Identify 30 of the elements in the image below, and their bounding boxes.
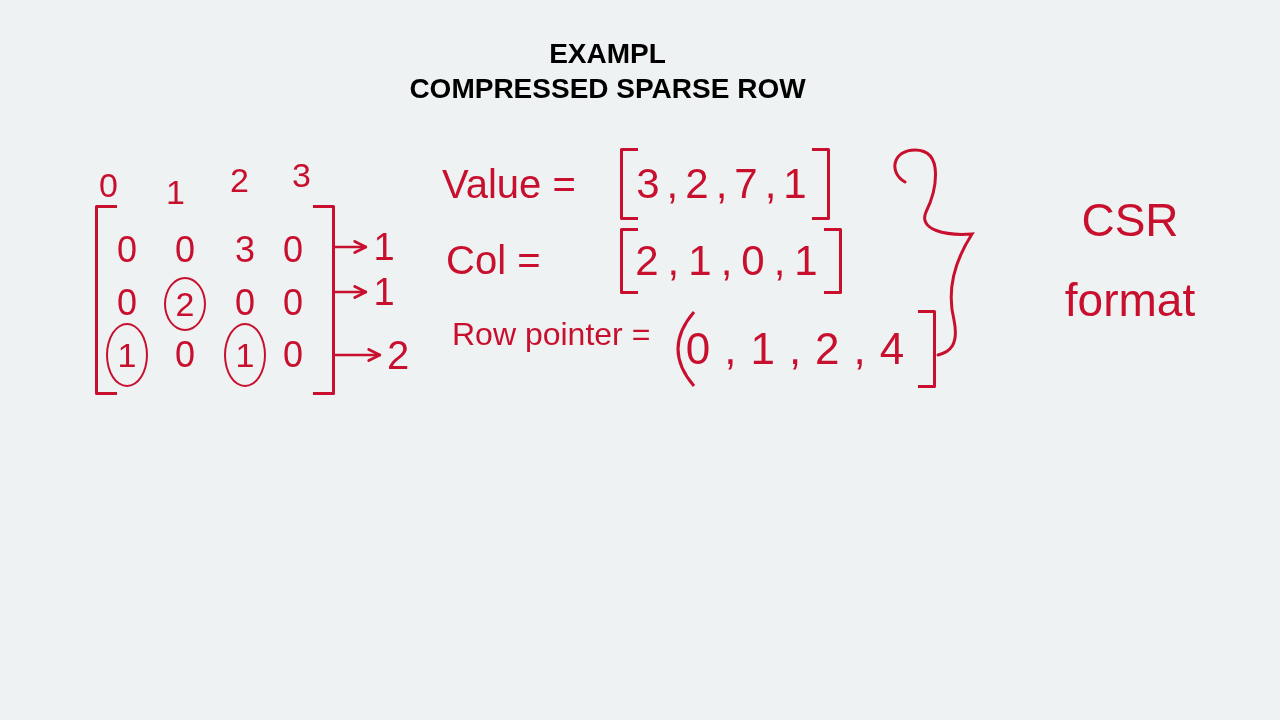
- matrix-entry: 0: [282, 283, 304, 323]
- matrix-entry: 0: [116, 230, 138, 270]
- array-values: 2,1,0,1: [635, 240, 827, 282]
- column-index: 3: [292, 158, 311, 192]
- title: EXAMPL COMPRESSED SPARSE ROW: [408, 37, 807, 106]
- arrow: [333, 240, 368, 254]
- arrow: [333, 285, 368, 299]
- row-count: 1: [368, 225, 400, 269]
- matrix-entry: 0: [116, 283, 138, 323]
- matrix-entry: 0: [282, 230, 304, 270]
- variable-name: Col =: [446, 240, 541, 280]
- format-note: CSR format: [1063, 193, 1197, 328]
- matrix-entry: 3: [234, 230, 256, 270]
- array-values: 3,2,7,1: [636, 163, 814, 205]
- circled-entry: 1: [106, 323, 148, 387]
- variable-name: Row pointer =: [452, 318, 651, 350]
- circled-entry: 2: [164, 277, 206, 331]
- column-index: 2: [230, 163, 249, 197]
- circled-entry: 1: [224, 323, 266, 387]
- array-values: 0,1,2,4: [685, 327, 919, 371]
- matrix-entry: 0: [282, 335, 304, 375]
- variable-name: Value =: [442, 164, 576, 204]
- matrix-entry: 0: [174, 230, 196, 270]
- arrow: [333, 348, 382, 362]
- row-count: 1: [368, 270, 400, 314]
- column-index: 1: [166, 175, 185, 209]
- column-index: 0: [99, 168, 118, 202]
- row-count: 2: [382, 333, 414, 377]
- matrix-entry: 0: [234, 283, 256, 323]
- matrix-entry: 0: [174, 335, 196, 375]
